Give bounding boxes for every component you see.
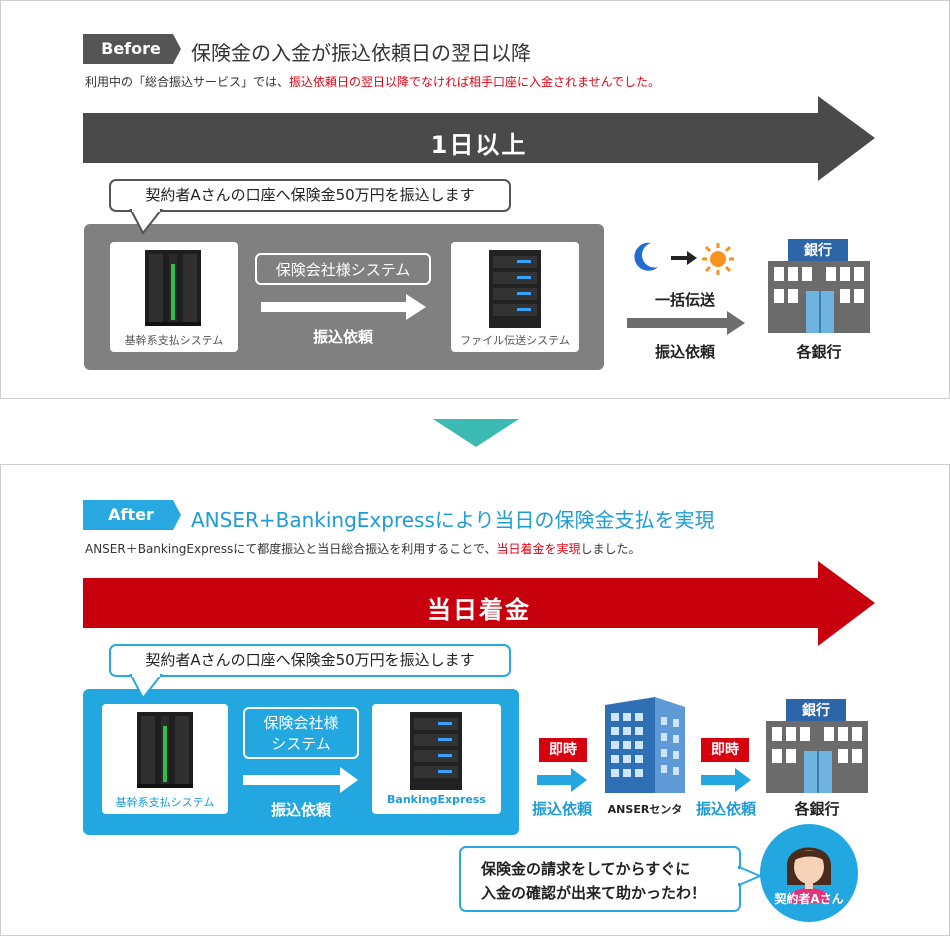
after-panel: After ANSER+BankingExpressにより当日の保険金支払を実現… bbox=[0, 464, 950, 936]
server-icon bbox=[137, 712, 193, 788]
timeline-arrow-label: 1日以上 bbox=[430, 131, 528, 159]
bank-label: 各銀行 bbox=[796, 343, 842, 361]
bank-request-label: 振込依頼 bbox=[654, 343, 715, 361]
instant-badge-2: 即時 bbox=[701, 738, 749, 762]
after-bank-sign: 銀行 bbox=[802, 703, 830, 719]
bank-request-arrow bbox=[627, 311, 745, 335]
before-heading: 保険金の入金が振込依頼日の翌日以降 bbox=[191, 41, 531, 65]
file-transfer-system-card: ファイル伝送システム bbox=[451, 242, 579, 352]
banking-express-card: BankingExpress bbox=[372, 704, 501, 814]
after-core-payment-card: 基幹系支払システム bbox=[102, 704, 228, 814]
instant-request-label-1: 振込依頼 bbox=[531, 800, 592, 818]
person-avatar-icon bbox=[760, 824, 858, 922]
office-building-icon bbox=[605, 697, 685, 793]
server-icon bbox=[145, 250, 201, 326]
same-day-arrow-label: 当日着金 bbox=[427, 596, 531, 624]
after-heading: ANSER+BankingExpressにより当日の保険金支払を実現 bbox=[191, 508, 715, 532]
timeline-arrow bbox=[83, 96, 875, 181]
after-instruction-bubble: 契約者Aさんの口座へ保険金50万円を振込します bbox=[109, 644, 511, 677]
file-transfer-system-label: ファイル伝送システム bbox=[460, 334, 570, 347]
instant-request-label-2: 振込依頼 bbox=[695, 800, 756, 818]
server-icon bbox=[489, 250, 541, 328]
after-request-label: 振込依頼 bbox=[270, 801, 331, 819]
core-payment-system-label: 基幹系支払システム bbox=[124, 334, 224, 347]
bank-building-icon bbox=[768, 239, 870, 333]
after-instruction-bubble-tail bbox=[129, 674, 163, 700]
request-label: 振込依頼 bbox=[312, 328, 373, 346]
before-panel: Before 保険金の入金が振込依頼日の翌日以降 利用中の「総合振込サービス」で… bbox=[0, 0, 950, 399]
person-label: 契約者Aさん bbox=[774, 892, 844, 906]
bank-building-icon bbox=[766, 699, 868, 793]
instant-arrow-2 bbox=[701, 768, 751, 792]
instruction-bubble: 契約者Aさんの口座へ保険金50万円を振込します bbox=[109, 179, 511, 212]
insurer-system-box: 保険会社様システム bbox=[255, 253, 431, 285]
instruction-bubble-tail bbox=[129, 209, 163, 235]
request-arrow bbox=[261, 294, 426, 320]
customer-comment-bubble: 保険金の請求をしてからすぐに 入金の確認が出来て助かったわ！ bbox=[459, 846, 741, 912]
banking-express-label: BankingExpress bbox=[387, 793, 486, 806]
after-request-arrow bbox=[243, 767, 358, 793]
customer-comment-tail bbox=[738, 865, 762, 887]
bank-sign: 銀行 bbox=[804, 243, 832, 259]
core-payment-system-card: 基幹系支払システム bbox=[110, 242, 238, 352]
anser-center-label: ANSERセンタ bbox=[607, 803, 683, 816]
after-insurer-system-box: 保険会社様 システム bbox=[243, 707, 359, 759]
instant-badge-1: 即時 bbox=[539, 738, 587, 762]
instant-arrow-1 bbox=[537, 768, 587, 792]
server-icon bbox=[410, 712, 462, 790]
after-description: ANSER＋BankingExpressにて都度振込と当日総合振込を利用すること… bbox=[85, 542, 641, 556]
batch-transfer-label: 一括伝送 bbox=[654, 291, 715, 309]
after-core-payment-label: 基幹系支払システム bbox=[115, 796, 215, 809]
before-description: 利用中の「総合振込サービス」では、振込依頼日の翌日以降でなければ相手口座に入金さ… bbox=[85, 75, 661, 89]
arrow-right-icon bbox=[671, 251, 697, 265]
same-day-arrow bbox=[83, 561, 875, 646]
moon-icon bbox=[634, 242, 658, 271]
transition-down-arrow bbox=[433, 419, 519, 447]
after-bank-label: 各銀行 bbox=[794, 800, 840, 818]
sun-icon bbox=[702, 243, 734, 275]
